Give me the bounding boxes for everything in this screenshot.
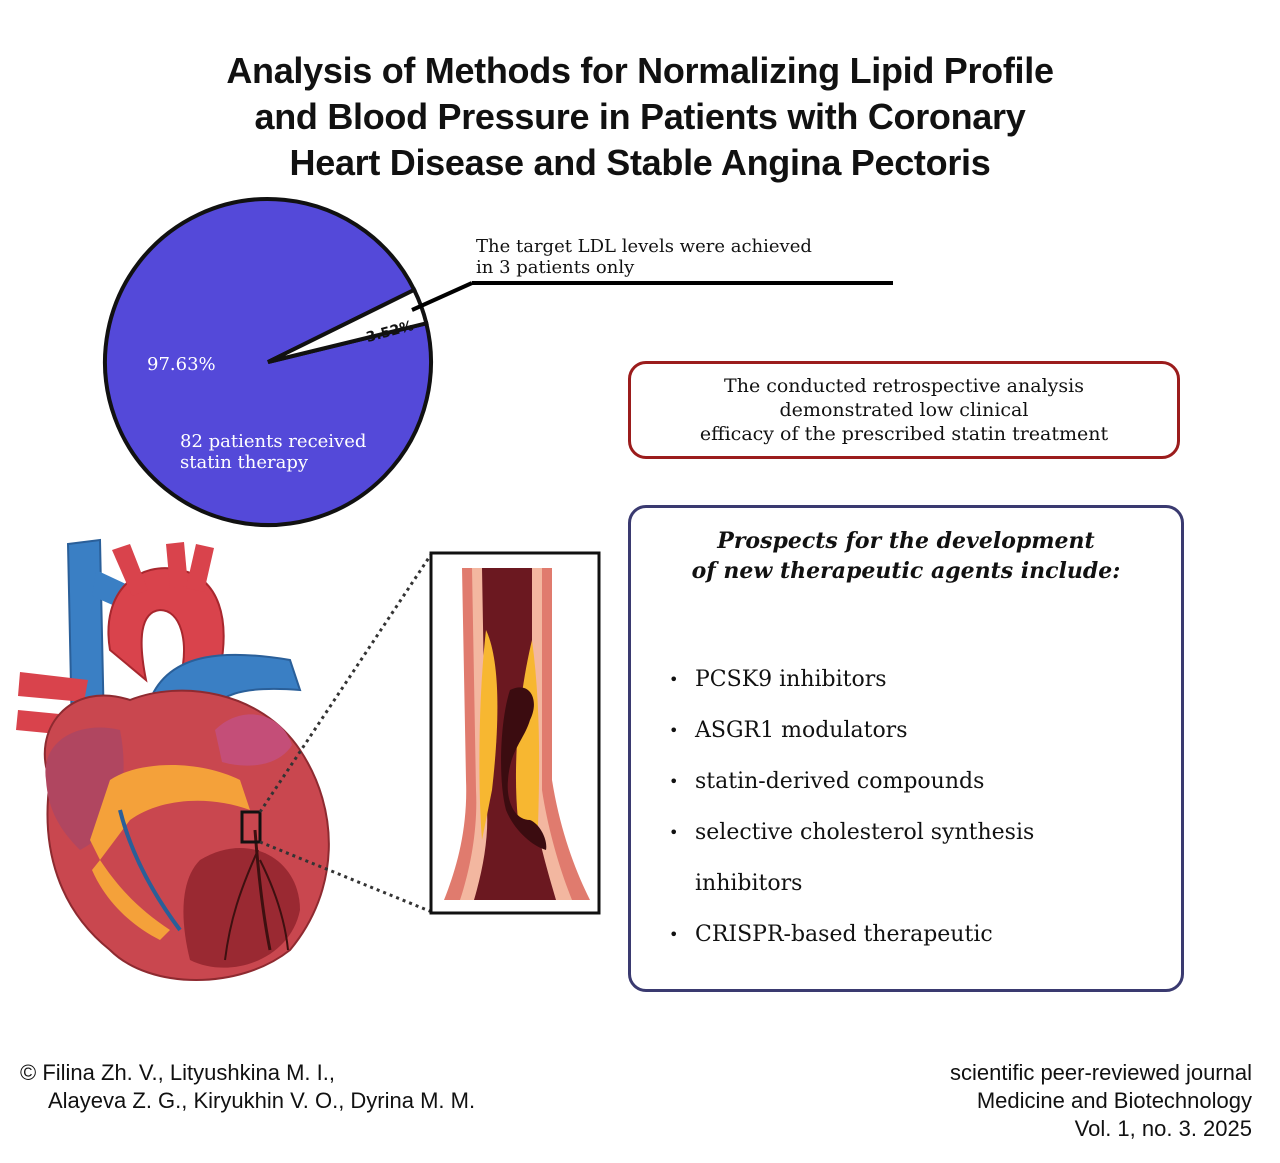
bullet-icon: • [669, 721, 679, 740]
page-title: Analysis of Methods for Normalizing Lipi… [140, 48, 1140, 186]
artery-wall [444, 568, 590, 900]
large-slice-label: 97.63% [147, 354, 216, 375]
fat-tissue [90, 765, 250, 860]
list-item-text: statin-derived compounds [695, 769, 985, 794]
journal-info: scientific peer-reviewed journal Medicin… [950, 1059, 1252, 1143]
list-item: • CRISPR-based therapeutic [669, 909, 1034, 960]
bullet-icon: • [669, 670, 679, 689]
pulmonary-vein-left [18, 672, 88, 702]
conclusion-box: The conducted retrospective analysis dem… [628, 361, 1180, 459]
title-line-2: and Blood Pressure in Patients with Coro… [254, 96, 1026, 137]
list-item: • selective cholesterol synthesis inhibito… [669, 807, 1034, 909]
fat-tissue-2 [92, 860, 170, 940]
bullet-icon: • [669, 823, 679, 842]
journal-line-1: scientific peer-reviewed journal [949, 1060, 1252, 1085]
callout-line-1: The target LDL levels were achieved [476, 236, 812, 257]
plaque-left [479, 630, 498, 840]
authors-line-1: © Filina Zh. V., Lityushkina M. I., [20, 1060, 335, 1085]
list-item-text: ASGR1 modulators [695, 718, 908, 743]
callout-line-diagonal [411, 281, 473, 312]
conclusion-text: The conducted retrospective analysis dem… [700, 374, 1108, 446]
prospects-title-line-2: of new therapeutic agents include: [691, 558, 1121, 584]
artery-lumen-outer [460, 568, 572, 900]
coronary-artery-3 [224, 849, 259, 961]
aorta-branch-1 [112, 544, 148, 596]
prospects-title: Prospects for the development of new the… [631, 526, 1181, 586]
conclusion-line-2: demonstrated low clinical [779, 399, 1029, 421]
coronary-artery [118, 809, 182, 932]
artery-zoom-frame [429, 551, 601, 915]
list-item: • ASGR1 modulators [669, 705, 1034, 756]
aorta-branch-2 [166, 542, 188, 588]
heart-illustration [16, 538, 330, 981]
list-item-continuation: inhibitors [695, 871, 803, 896]
list-item-text: CRISPR-based therapeutic [695, 922, 993, 947]
prospects-list: • PCSK9 inhibitors • ASGR1 modulators • sta… [669, 654, 1034, 960]
large-slice-desc-line-1: 82 patients received [180, 431, 367, 452]
list-item: • PCSK9 inhibitors [669, 654, 1034, 705]
prospects-box: Prospects for the development of new the… [628, 505, 1184, 992]
authors-line-2: Alayeva Z. G., Kiryukhin V. O., Dyrina M… [48, 1088, 476, 1113]
callout-line-2: in 3 patients only [476, 257, 635, 278]
zoom-marker [240, 810, 262, 844]
title-line-3: Heart Disease and Stable Angina Pectoris [289, 142, 991, 183]
artery-lumen [474, 568, 556, 900]
bullet-icon: • [669, 925, 679, 944]
thrombus [501, 687, 547, 850]
callout-text: The target LDL levels were achieved in 3… [476, 236, 812, 278]
title-line-1: Analysis of Methods for Normalizing Lipi… [226, 50, 1054, 91]
plaque-right [515, 640, 540, 830]
pie-slices [103, 196, 433, 527]
journal-line-2: Medicine and Biotechnology [976, 1088, 1252, 1113]
aorta-branch-3 [186, 544, 214, 592]
list-item-text: PCSK9 inhibitors [695, 667, 887, 692]
conclusion-line-1: The conducted retrospective analysis [724, 375, 1084, 397]
list-item-text: selective cholesterol synthesis [695, 820, 1035, 845]
list-item: • statin-derived compounds [669, 756, 1034, 807]
large-slice-description: 82 patients received statin therapy [180, 431, 366, 473]
pie-chart: 3.52% [103, 196, 893, 527]
conclusion-line-3: efficacy of the prescribed statin treatm… [699, 423, 1109, 445]
bullet-icon: • [669, 772, 679, 791]
prospects-title-line-1: Prospects for the development [717, 528, 1095, 554]
large-slice-percent: 97.63% [147, 354, 216, 375]
authors: © Filina Zh. V., Lityushkina M. I., Alay… [20, 1059, 475, 1115]
large-slice-desc-line-2: statin therapy [180, 452, 309, 473]
journal-line-3: Vol. 1, no. 3. 2025 [1074, 1116, 1252, 1141]
